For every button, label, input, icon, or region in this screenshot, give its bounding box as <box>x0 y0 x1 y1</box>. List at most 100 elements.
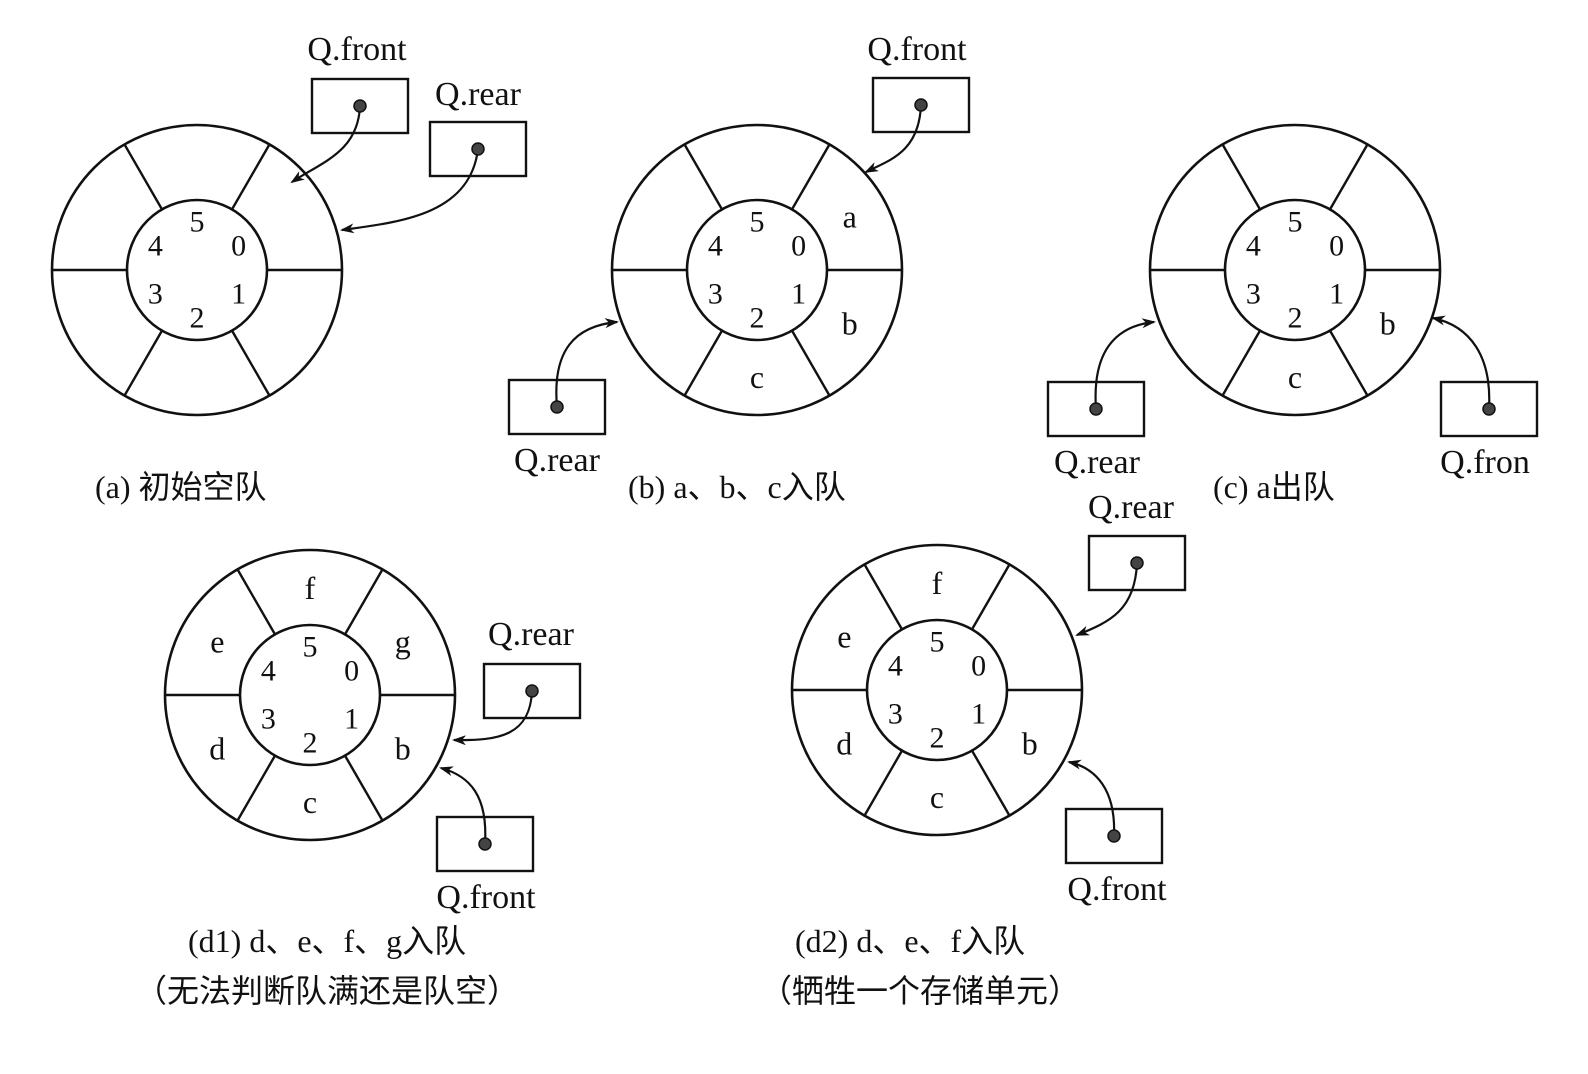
rear-pointer-dot <box>471 142 485 156</box>
sector-divider <box>230 143 271 210</box>
sector-divider <box>1328 143 1369 210</box>
sector-divider <box>123 143 164 210</box>
rear-pointer: Q.rear <box>340 76 528 234</box>
slot-index-label: 1 <box>1329 278 1344 311</box>
queue-element: e <box>837 619 851 655</box>
front-pointer-dot <box>353 99 367 113</box>
slot-index-label: 2 <box>750 302 765 335</box>
diagram-caption-note: （牺牲一个存储单元） <box>760 973 1080 1009</box>
slot-index-label: 2 <box>190 302 205 335</box>
sector-divider <box>970 563 1011 630</box>
queue-element: f <box>932 565 943 601</box>
slot-index-label: 4 <box>261 655 276 688</box>
rear-pointer-dot <box>1130 556 1144 570</box>
sector-divider <box>790 143 831 210</box>
rear-pointer: Q.rear <box>507 318 619 479</box>
front-pointer: Q.fron <box>1431 315 1539 481</box>
slot-index-label: 3 <box>261 703 276 736</box>
slot-index-label: 5 <box>190 206 205 239</box>
rear-pointer-dot <box>525 684 539 698</box>
slot-index-label: 1 <box>971 698 986 731</box>
slot-index-label: 0 <box>791 230 806 263</box>
slot-index-label: 0 <box>971 650 986 683</box>
front-pointer-arrow <box>1431 315 1491 410</box>
slot-index-label: 0 <box>1329 230 1344 263</box>
rear-pointer-arrow <box>340 148 480 234</box>
sector-divider <box>343 568 384 635</box>
sector-divider <box>790 330 831 397</box>
front-pointer-label: Q.front <box>1067 871 1167 908</box>
sector-divider <box>236 568 277 635</box>
rear-pointer-arrow <box>555 318 619 408</box>
slot-index-label: 1 <box>344 703 359 736</box>
queue-element: c <box>303 784 317 820</box>
sector-divider <box>683 143 724 210</box>
sector-divider <box>236 755 277 822</box>
queue-element: e <box>210 624 224 660</box>
front-pointer-arrow <box>290 105 362 184</box>
front-pointer-dot <box>1107 829 1121 843</box>
front-pointer-dot <box>478 837 492 851</box>
rear-pointer: Q.rear <box>452 616 582 746</box>
front-pointer-arrow <box>439 766 487 845</box>
front-pointer-arrow <box>1067 759 1116 837</box>
slot-index-label: 2 <box>303 727 318 760</box>
front-pointer-dot <box>1482 402 1496 416</box>
slot-index-label: 4 <box>888 650 903 683</box>
front-pointer-label: Q.front <box>867 31 967 68</box>
slot-index-label: 0 <box>344 655 359 688</box>
slot-index-label: 5 <box>1288 206 1303 239</box>
front-pointer: Q.front <box>864 31 971 173</box>
sector-divider <box>230 330 271 397</box>
queue-element: b <box>395 731 411 767</box>
rear-pointer-label: Q.rear <box>435 76 522 113</box>
sector-divider <box>1221 330 1262 397</box>
slot-index-label: 1 <box>231 278 246 311</box>
queue-element: b <box>842 306 858 342</box>
queue-element: c <box>750 359 764 395</box>
slot-index-label: 2 <box>1288 302 1303 335</box>
rear-pointer: Q.rear <box>1075 489 1187 637</box>
slot-index-label: 5 <box>930 626 945 659</box>
rear-pointer-dot <box>1089 402 1103 416</box>
slot-index-label: 5 <box>750 206 765 239</box>
rear-pointer-label: Q.rear <box>1054 444 1141 481</box>
queue-element: g <box>395 624 411 660</box>
queue-element: b <box>1380 306 1396 342</box>
rear-pointer-label: Q.rear <box>1088 489 1175 526</box>
front-pointer-dot <box>914 98 928 112</box>
diagram-caption-note: （无法判断队满还是队空） <box>135 973 519 1009</box>
queue-element: f <box>305 570 316 606</box>
front-pointer: Q.front <box>1064 759 1167 908</box>
diagram-caption: (a) 初始空队 <box>95 469 267 505</box>
queue-element: d <box>836 726 852 762</box>
diagram-caption: (b) a、b、c入队 <box>628 469 846 505</box>
slot-index-label: 3 <box>888 698 903 731</box>
slot-index-label: 3 <box>1246 278 1261 311</box>
sector-divider <box>683 330 724 397</box>
queue-element: a <box>843 199 857 235</box>
diagram-caption: (c) a出队 <box>1213 469 1335 505</box>
queue-element: c <box>930 779 944 815</box>
diagram-caption: (d1) d、e、f、g入队 <box>188 923 466 959</box>
slot-index-label: 5 <box>303 631 318 664</box>
queue-element: d <box>209 731 225 767</box>
queue-element: b <box>1022 726 1038 762</box>
slot-index-label: 3 <box>148 278 163 311</box>
front-pointer-arrow <box>864 104 923 173</box>
slot-index-label: 3 <box>708 278 723 311</box>
front-pointer-label: Q.fron <box>1440 444 1530 481</box>
rear-pointer: Q.rear <box>1046 318 1156 481</box>
front-pointer: Q.front <box>290 31 410 184</box>
sector-divider <box>1221 143 1262 210</box>
sector-divider <box>863 563 904 630</box>
slot-index-label: 1 <box>791 278 806 311</box>
front-pointer-label: Q.front <box>307 31 407 68</box>
rear-pointer-arrow <box>1075 562 1139 637</box>
sector-divider <box>343 755 384 822</box>
